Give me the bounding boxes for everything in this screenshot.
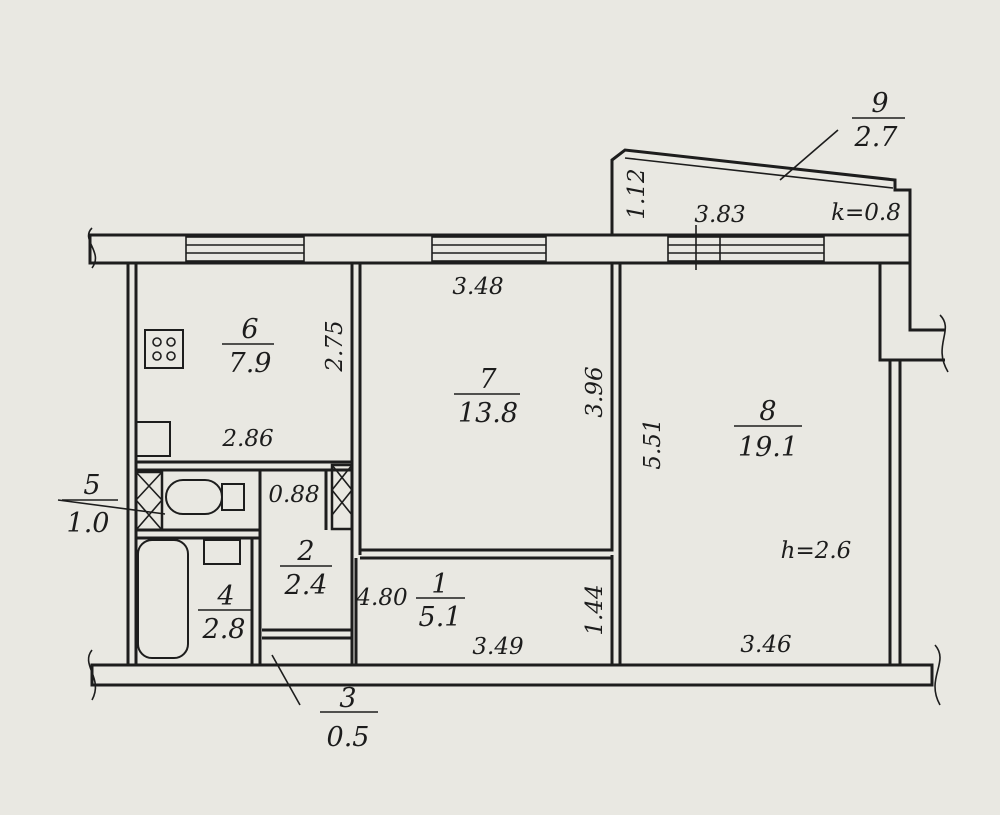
room-area: 1.0 <box>67 508 110 539</box>
room-number: 4 <box>216 581 234 612</box>
annotations: k=0.8 h=2.6 <box>781 200 901 564</box>
dimension-label: 3.83 <box>694 202 745 228</box>
room-number: 2 <box>296 536 314 567</box>
dimension-label: 4.80 <box>355 585 407 611</box>
dimension-label: 3.49 <box>472 634 523 660</box>
room-label-2: 2 2.4 <box>280 536 332 601</box>
dimension-label: 3.46 <box>740 632 791 658</box>
room-number: 8 <box>759 396 776 427</box>
room-label-7: 7 13.8 <box>454 364 520 429</box>
interior-walls <box>134 263 622 665</box>
room-label-6: 6 7.9 <box>222 314 274 379</box>
dimension-label: 3.96 <box>582 366 608 417</box>
room-label-5: 5 1.0 <box>67 470 110 539</box>
windows <box>185 225 825 270</box>
fixtures <box>135 329 245 659</box>
room-label-8: 8 19.1 <box>734 396 802 463</box>
room-number: 3 <box>339 683 356 714</box>
dimension-label: 2.75 <box>322 320 348 372</box>
room-area: 0.5 <box>327 722 370 753</box>
room-area: 19.1 <box>738 432 798 463</box>
room-area: 5.1 <box>419 602 462 633</box>
room-number: 5 <box>83 470 100 501</box>
dimension-label: 2.86 <box>221 426 273 452</box>
ceiling-height-label: h=2.6 <box>781 538 852 564</box>
outer-walls <box>87 227 949 706</box>
coefficient-label: k=0.8 <box>831 200 901 226</box>
room-area: 2.4 <box>284 570 328 601</box>
dimension-label: 1.12 <box>624 168 650 219</box>
dimension-label: 0.88 <box>268 482 319 508</box>
room-number: 1 <box>431 569 448 600</box>
room-area: 13.8 <box>458 398 518 429</box>
dimension-label: 5.51 <box>640 418 666 469</box>
room-number: 7 <box>479 364 497 395</box>
leader-lines <box>57 117 905 713</box>
room-area: 7.9 <box>229 348 272 379</box>
room-number: 6 <box>241 314 258 345</box>
room-label-1: 1 5.1 <box>416 569 465 633</box>
room-label-9: 9 2.7 <box>854 88 899 153</box>
balcony <box>610 148 912 235</box>
room-area: 2.7 <box>854 122 899 153</box>
room-number: 9 <box>871 88 888 119</box>
dimension-label: 1.44 <box>582 584 608 635</box>
dimensions: 3.48 2.75 2.86 3.96 5.51 3.83 1.12 0.88 … <box>221 168 791 660</box>
room-label-3: 3 0.5 <box>327 683 370 753</box>
room-area: 2.8 <box>202 614 246 645</box>
dimension-label: 3.48 <box>452 274 503 300</box>
room-label-4: 4 2.8 <box>198 581 252 645</box>
